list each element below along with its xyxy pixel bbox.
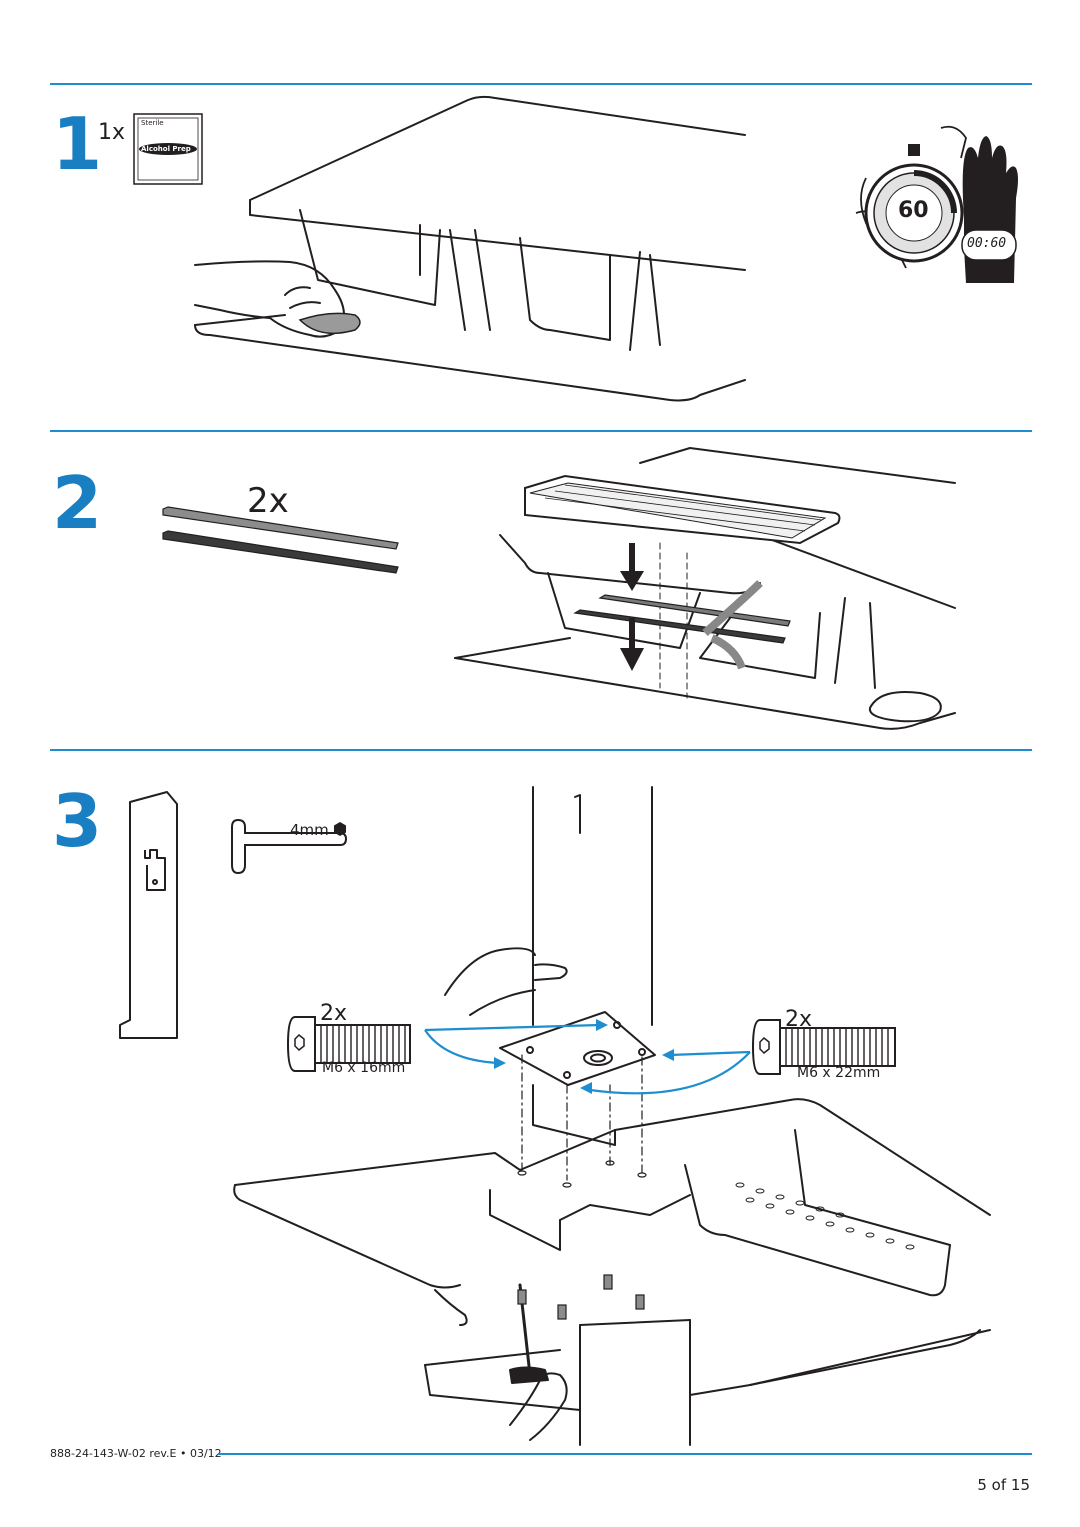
- left-screw-size: M6 x 16mm: [322, 1060, 406, 1076]
- right-screw-size: M6 x 22mm: [797, 1065, 881, 1081]
- alcohol-prep-wipe-icon: [133, 113, 203, 185]
- column-part-icon: [119, 791, 178, 1039]
- adhesive-strips-icon: [162, 506, 399, 574]
- column-mount-illustration: [233, 786, 991, 1446]
- stopwatch-seconds: 60: [898, 198, 929, 223]
- wipe-alcohol-prep-label: Alcohol Prep: [141, 145, 191, 153]
- hex-nut-icon: [334, 822, 346, 836]
- left-screw-quantity: 2x: [320, 1001, 348, 1026]
- step-2-divider: [50, 430, 1032, 432]
- digital-display-time: 00:60: [967, 236, 1007, 251]
- left-screw-icon: [286, 1016, 411, 1072]
- hex-key-size: 4mm: [290, 821, 329, 839]
- step-3-divider: [50, 749, 1032, 751]
- keyboard-tray-illustration: [454, 447, 956, 730]
- step-2-number: 2: [52, 461, 103, 545]
- hex-key-icon: [231, 818, 348, 875]
- desk-wipe-illustration: [194, 95, 746, 402]
- step-3-number: 3: [52, 779, 103, 863]
- page-number: 5 of 15: [977, 1476, 1030, 1494]
- step-1-divider: [50, 83, 1032, 85]
- document-code: 888-24-143-W-02 rev.E • 03/12: [50, 1447, 222, 1460]
- step-2-quantity: 2x: [247, 481, 289, 521]
- right-screw-icon: [751, 1019, 896, 1075]
- footer-divider: [218, 1453, 1032, 1455]
- step-1-quantity: 1x: [98, 120, 126, 145]
- right-screw-quantity: 2x: [785, 1007, 813, 1032]
- wipe-sterile-label: Sterile: [141, 119, 164, 127]
- stopwatch-wait-icon: [855, 125, 1018, 283]
- step-1-number: 1: [52, 102, 103, 186]
